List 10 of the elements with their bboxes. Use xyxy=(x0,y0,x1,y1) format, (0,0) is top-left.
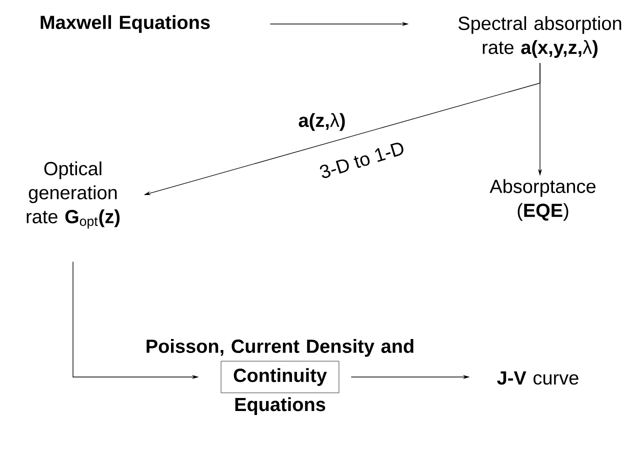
process-label: Spectral absorption rate a(x,y,z,λ) xyxy=(458,16,622,58)
edge-label: a(z,λ) xyxy=(298,113,345,131)
caption-text: Poisson, Current Density and xyxy=(146,339,414,357)
result-label: J-V curve xyxy=(497,371,578,385)
result-label: Absorptance (EQE) xyxy=(490,179,596,221)
process-box: Continuity xyxy=(220,360,340,394)
annotation-text: 3-D to 1-D xyxy=(320,142,404,178)
process-label: Optical generation rate G$_{opt}$(z) xyxy=(26,161,120,229)
process-label: Maxwell Equations xyxy=(40,15,210,33)
caption-text: Equations xyxy=(235,397,326,415)
